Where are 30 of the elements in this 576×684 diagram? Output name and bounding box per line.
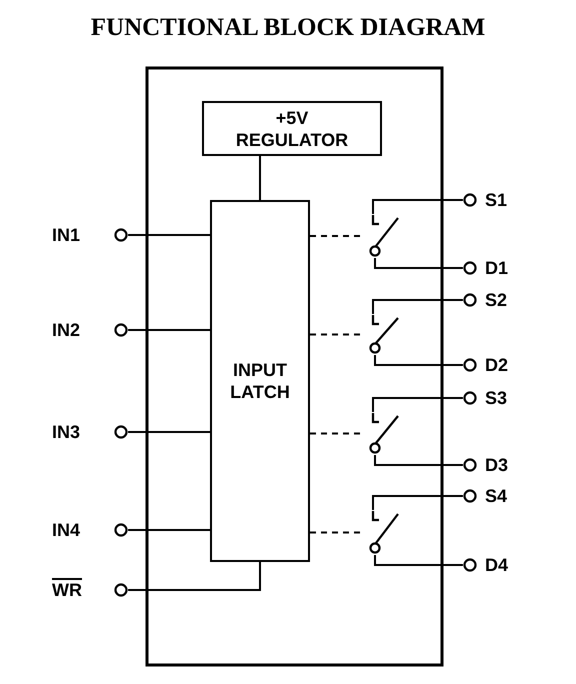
wire — [128, 234, 210, 236]
wire — [374, 455, 463, 466]
wire — [259, 156, 261, 200]
pin-label: WR — [52, 580, 82, 600]
wire — [374, 355, 463, 366]
wire — [372, 495, 463, 510]
pin-label: S2 — [485, 290, 508, 310]
wire — [374, 555, 463, 566]
wire — [128, 329, 210, 331]
wire — [128, 431, 210, 433]
latch-block: INPUT LATCH — [210, 200, 310, 562]
regulator-block: +5V REGULATOR — [202, 101, 382, 156]
wire — [372, 397, 463, 412]
wire — [372, 299, 463, 314]
pin-label: IN2 — [52, 320, 80, 340]
pin-label: S1 — [485, 190, 508, 210]
pin-label: S4 — [485, 486, 508, 506]
pin-label: D1 — [485, 258, 508, 278]
wire — [374, 258, 463, 269]
wire — [128, 562, 261, 591]
diagram-title: FUNCTIONAL BLOCK DIAGRAM — [90, 14, 486, 42]
pin-label: IN3 — [52, 422, 80, 442]
wire — [128, 529, 210, 531]
pin-label: D3 — [485, 455, 508, 475]
pin-label: D4 — [485, 555, 508, 575]
pin-label: IN4 — [52, 520, 80, 540]
pin-label: IN1 — [52, 225, 80, 245]
pin-label: D2 — [485, 355, 508, 375]
pin-label: S3 — [485, 388, 508, 408]
wire — [372, 199, 463, 214]
